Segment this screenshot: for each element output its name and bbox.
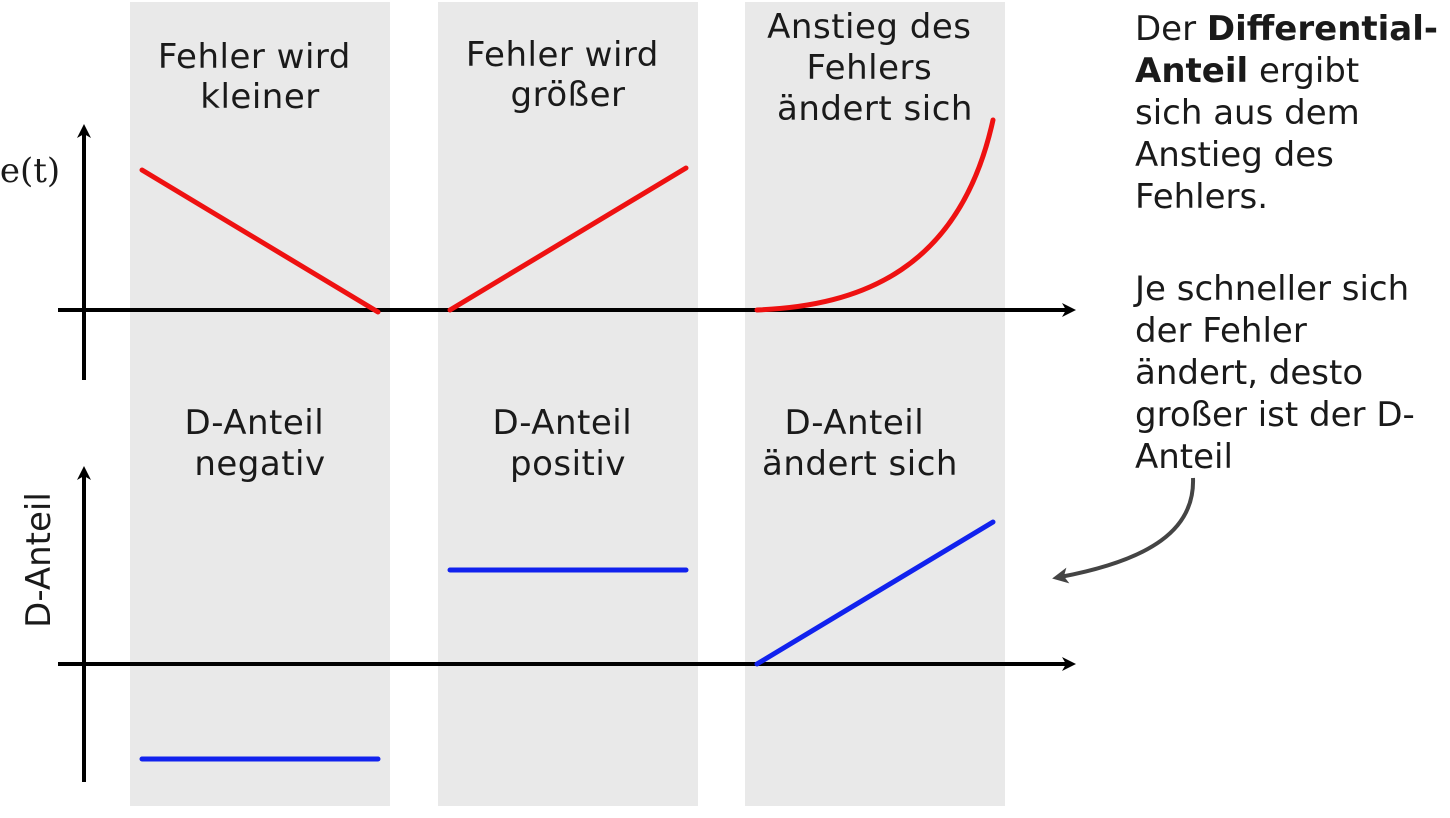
panel-1-bottom-label-line-2: negativ bbox=[194, 444, 325, 484]
top-y-axis-label: e(t) bbox=[0, 151, 60, 191]
panel-1-top-label: Fehler wird kleiner bbox=[158, 37, 362, 117]
bottom-y-axis-label: D-Anteil bbox=[19, 492, 59, 628]
panel-1-background bbox=[130, 2, 390, 806]
note-1-line-1: Der Differential- bbox=[1135, 9, 1449, 49]
panel-3-bottom-label-line-1: D-Anteil bbox=[785, 403, 925, 443]
panel-2-bottom-label: D-Anteil positiv bbox=[493, 403, 644, 484]
note-1-line-1-part-2: Differential- bbox=[1207, 9, 1438, 49]
note-2-line-1: Je schneller sich bbox=[1133, 269, 1409, 309]
note-1: Der Differential- Anteil ergibt sich aus… bbox=[1135, 9, 1449, 217]
error-curve-increasing bbox=[447, 165, 689, 313]
panel-2-top-label-line-2: größer bbox=[511, 75, 626, 115]
error-curve-accelerating bbox=[754, 117, 996, 313]
note-2: Je schneller sich der Fehler ändert, des… bbox=[1133, 269, 1426, 477]
note-1-line-2: Anteil ergibt bbox=[1135, 51, 1370, 91]
panel-1-top-label-line-1: Fehler wird bbox=[158, 37, 351, 77]
note-2-line-5: Anteil bbox=[1135, 437, 1233, 477]
panel-3-top-label-line-3: ändert sich bbox=[777, 89, 973, 129]
annotation-arrow bbox=[1052, 477, 1196, 584]
note-2-line-2: der Fehler bbox=[1135, 311, 1307, 351]
panel-3-top-label-line-2: Fehlers bbox=[806, 48, 932, 88]
note-1-line-1-part-1: Der bbox=[1135, 9, 1207, 49]
panel-1-top-label-line-2: kleiner bbox=[200, 77, 319, 117]
note-1-line-2-part-1: Anteil bbox=[1135, 51, 1248, 91]
panel-3-top-label-line-1: Anstieg des bbox=[767, 7, 971, 47]
d-component-rising bbox=[754, 519, 996, 667]
panel-1-bottom-label: D-Anteil negativ bbox=[185, 403, 336, 484]
panel-1-bottom-label-line-1: D-Anteil bbox=[185, 403, 325, 443]
note-1-line-3: sich aus dem bbox=[1135, 93, 1360, 133]
panel-2-bottom-label-line-2: positiv bbox=[510, 444, 626, 484]
note-2-line-4: großer ist der D- bbox=[1135, 395, 1415, 435]
note-1-line-2-part-2: ergibt bbox=[1248, 51, 1359, 91]
panel-3-top-label: Anstieg des Fehlers ändert sich bbox=[767, 7, 983, 129]
panel-2-background bbox=[438, 2, 698, 806]
note-1-line-5: Fehlers. bbox=[1135, 177, 1268, 217]
panel-3-bottom-label-line-2: ändert sich bbox=[762, 444, 958, 484]
panel-2-top-label-line-1: Fehler wird bbox=[466, 35, 659, 75]
note-2-line-3: ändert, desto bbox=[1135, 353, 1363, 393]
panel-3-background bbox=[745, 2, 1005, 806]
error-curve-decreasing bbox=[139, 167, 381, 315]
panel-3-bottom-label: D-Anteil ändert sich bbox=[762, 403, 958, 484]
panel-2-top-label: Fehler wird größer bbox=[466, 35, 670, 115]
note-1-line-4: Anstieg des bbox=[1135, 135, 1334, 175]
panel-2-bottom-label-line-1: D-Anteil bbox=[493, 403, 633, 443]
